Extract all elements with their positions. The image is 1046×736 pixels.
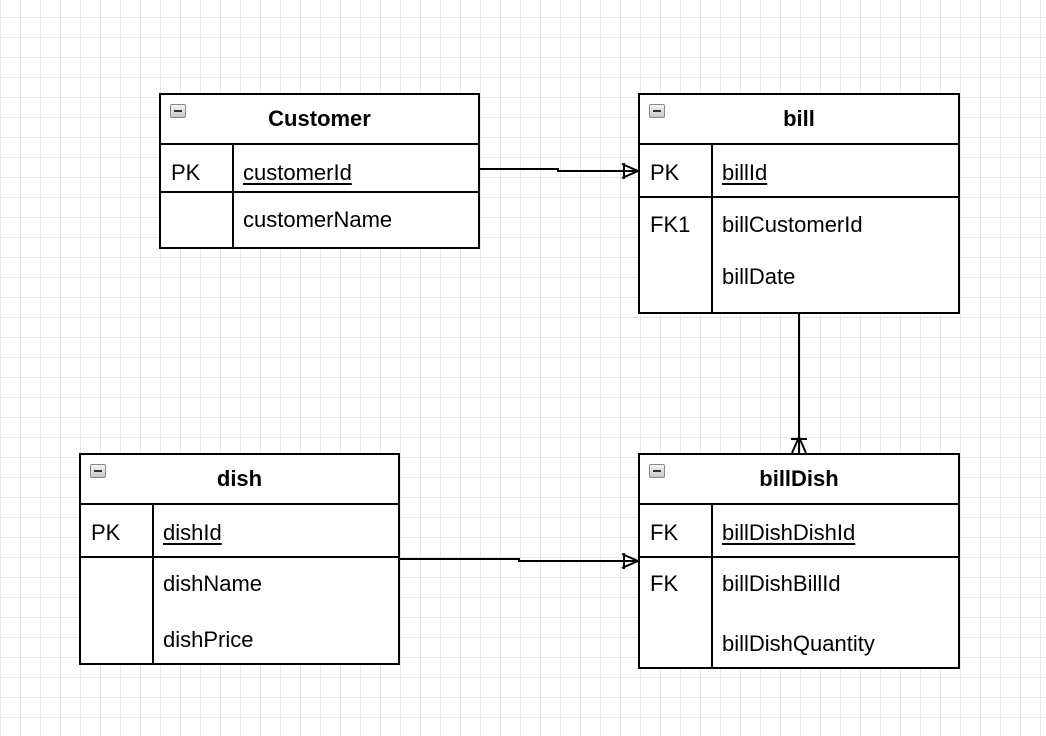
pk-row[interactable]: FK billDishDishId <box>640 505 958 558</box>
attribute-row[interactable]: dishName dishPrice <box>81 558 398 661</box>
attribute-dishPrice[interactable]: dishPrice <box>163 627 254 652</box>
entity-customer[interactable]: Customer PK customerId customerName <box>159 93 480 249</box>
column-divider <box>232 145 234 247</box>
collapse-icon[interactable] <box>649 464 665 478</box>
pk-row[interactable]: PK dishId <box>81 505 398 558</box>
entity-header[interactable]: Customer <box>161 95 478 145</box>
entity-title: billDish <box>759 466 839 491</box>
column-divider <box>711 145 713 312</box>
key-label: FK1 <box>650 212 691 237</box>
key-label: PK <box>91 520 121 545</box>
attribute-dishName[interactable]: dishName <box>163 571 263 596</box>
attribute-billDishBillId[interactable]: billDishBillId <box>722 571 841 596</box>
key-label: FK <box>650 571 679 596</box>
entity-bill[interactable]: bill PK billId FK1 billCustomerId billDa… <box>638 93 960 314</box>
attribute-row[interactable]: FK1 billCustomerId billDate <box>640 198 958 310</box>
attribute-customerName[interactable]: customerName <box>243 207 393 232</box>
attribute-row[interactable]: customerName <box>161 193 478 247</box>
attribute-customerId[interactable]: customerId <box>243 160 352 185</box>
entity-header[interactable]: billDish <box>640 455 958 505</box>
entity-header[interactable]: bill <box>640 95 958 145</box>
relationship-bill-billdish[interactable] <box>791 313 807 454</box>
key-label: PK <box>171 160 201 185</box>
attribute-billDishQuantity[interactable]: billDishQuantity <box>722 631 875 656</box>
relationship-dish-billdish[interactable] <box>400 553 641 569</box>
attribute-billCustomerId[interactable]: billCustomerId <box>722 212 863 237</box>
entity-dish[interactable]: dish PK dishId dishName dishPrice <box>79 453 400 665</box>
entity-title: Customer <box>268 106 371 131</box>
collapse-icon[interactable] <box>649 104 665 118</box>
attribute-billDishDishId[interactable]: billDishDishId <box>722 520 856 545</box>
attribute-row[interactable]: FK billDishBillId billDishQuantity <box>640 558 958 665</box>
collapse-icon[interactable] <box>90 464 106 478</box>
relationship-customer-bill[interactable] <box>480 163 641 179</box>
entity-title: bill <box>783 106 815 131</box>
attribute-dishId[interactable]: dishId <box>163 520 222 545</box>
collapse-icon[interactable] <box>170 104 186 118</box>
attribute-billId[interactable]: billId <box>722 160 768 185</box>
entity-header[interactable]: dish <box>81 455 398 505</box>
column-divider <box>152 505 154 663</box>
key-label: PK <box>650 160 680 185</box>
key-label: FK <box>650 520 679 545</box>
attribute-billDate[interactable]: billDate <box>722 264 796 289</box>
entity-billdish[interactable]: billDish FK billDishDishId FK billDishBi… <box>638 453 960 669</box>
entity-title: dish <box>216 466 263 491</box>
column-divider <box>711 505 713 667</box>
pk-row[interactable]: PK customerId <box>161 145 478 193</box>
pk-row[interactable]: PK billId <box>640 145 958 198</box>
